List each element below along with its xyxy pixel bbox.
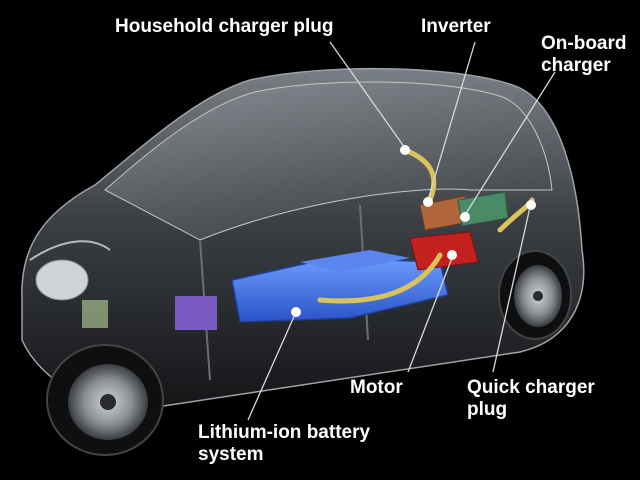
marker-onboard-charger: [460, 212, 470, 222]
car-body: [21, 67, 585, 409]
front-wheel: [46, 344, 164, 456]
label-onboard-charger: On-board charger: [541, 33, 627, 76]
marker-battery: [291, 307, 301, 317]
marker-household-plug: [400, 145, 410, 155]
purple-component: [175, 296, 217, 330]
marker-dots: [291, 145, 536, 317]
label-quick-charger-plug: Quick charger plug: [467, 377, 595, 420]
label-motor: Motor: [350, 377, 403, 398]
marker-motor: [447, 250, 457, 260]
motor-unit: [409, 231, 479, 271]
rear-wheel: [498, 250, 572, 340]
label-household-charger-plug: Household charger plug: [115, 16, 334, 37]
marker-quick-plug: [526, 200, 536, 210]
battery-pack: [231, 250, 449, 323]
label-inverter: Inverter: [421, 16, 491, 37]
leader-lines: [247, 41, 556, 421]
label-battery-system: Lithium-ion battery system: [198, 422, 371, 465]
marker-inverter: [423, 197, 433, 207]
